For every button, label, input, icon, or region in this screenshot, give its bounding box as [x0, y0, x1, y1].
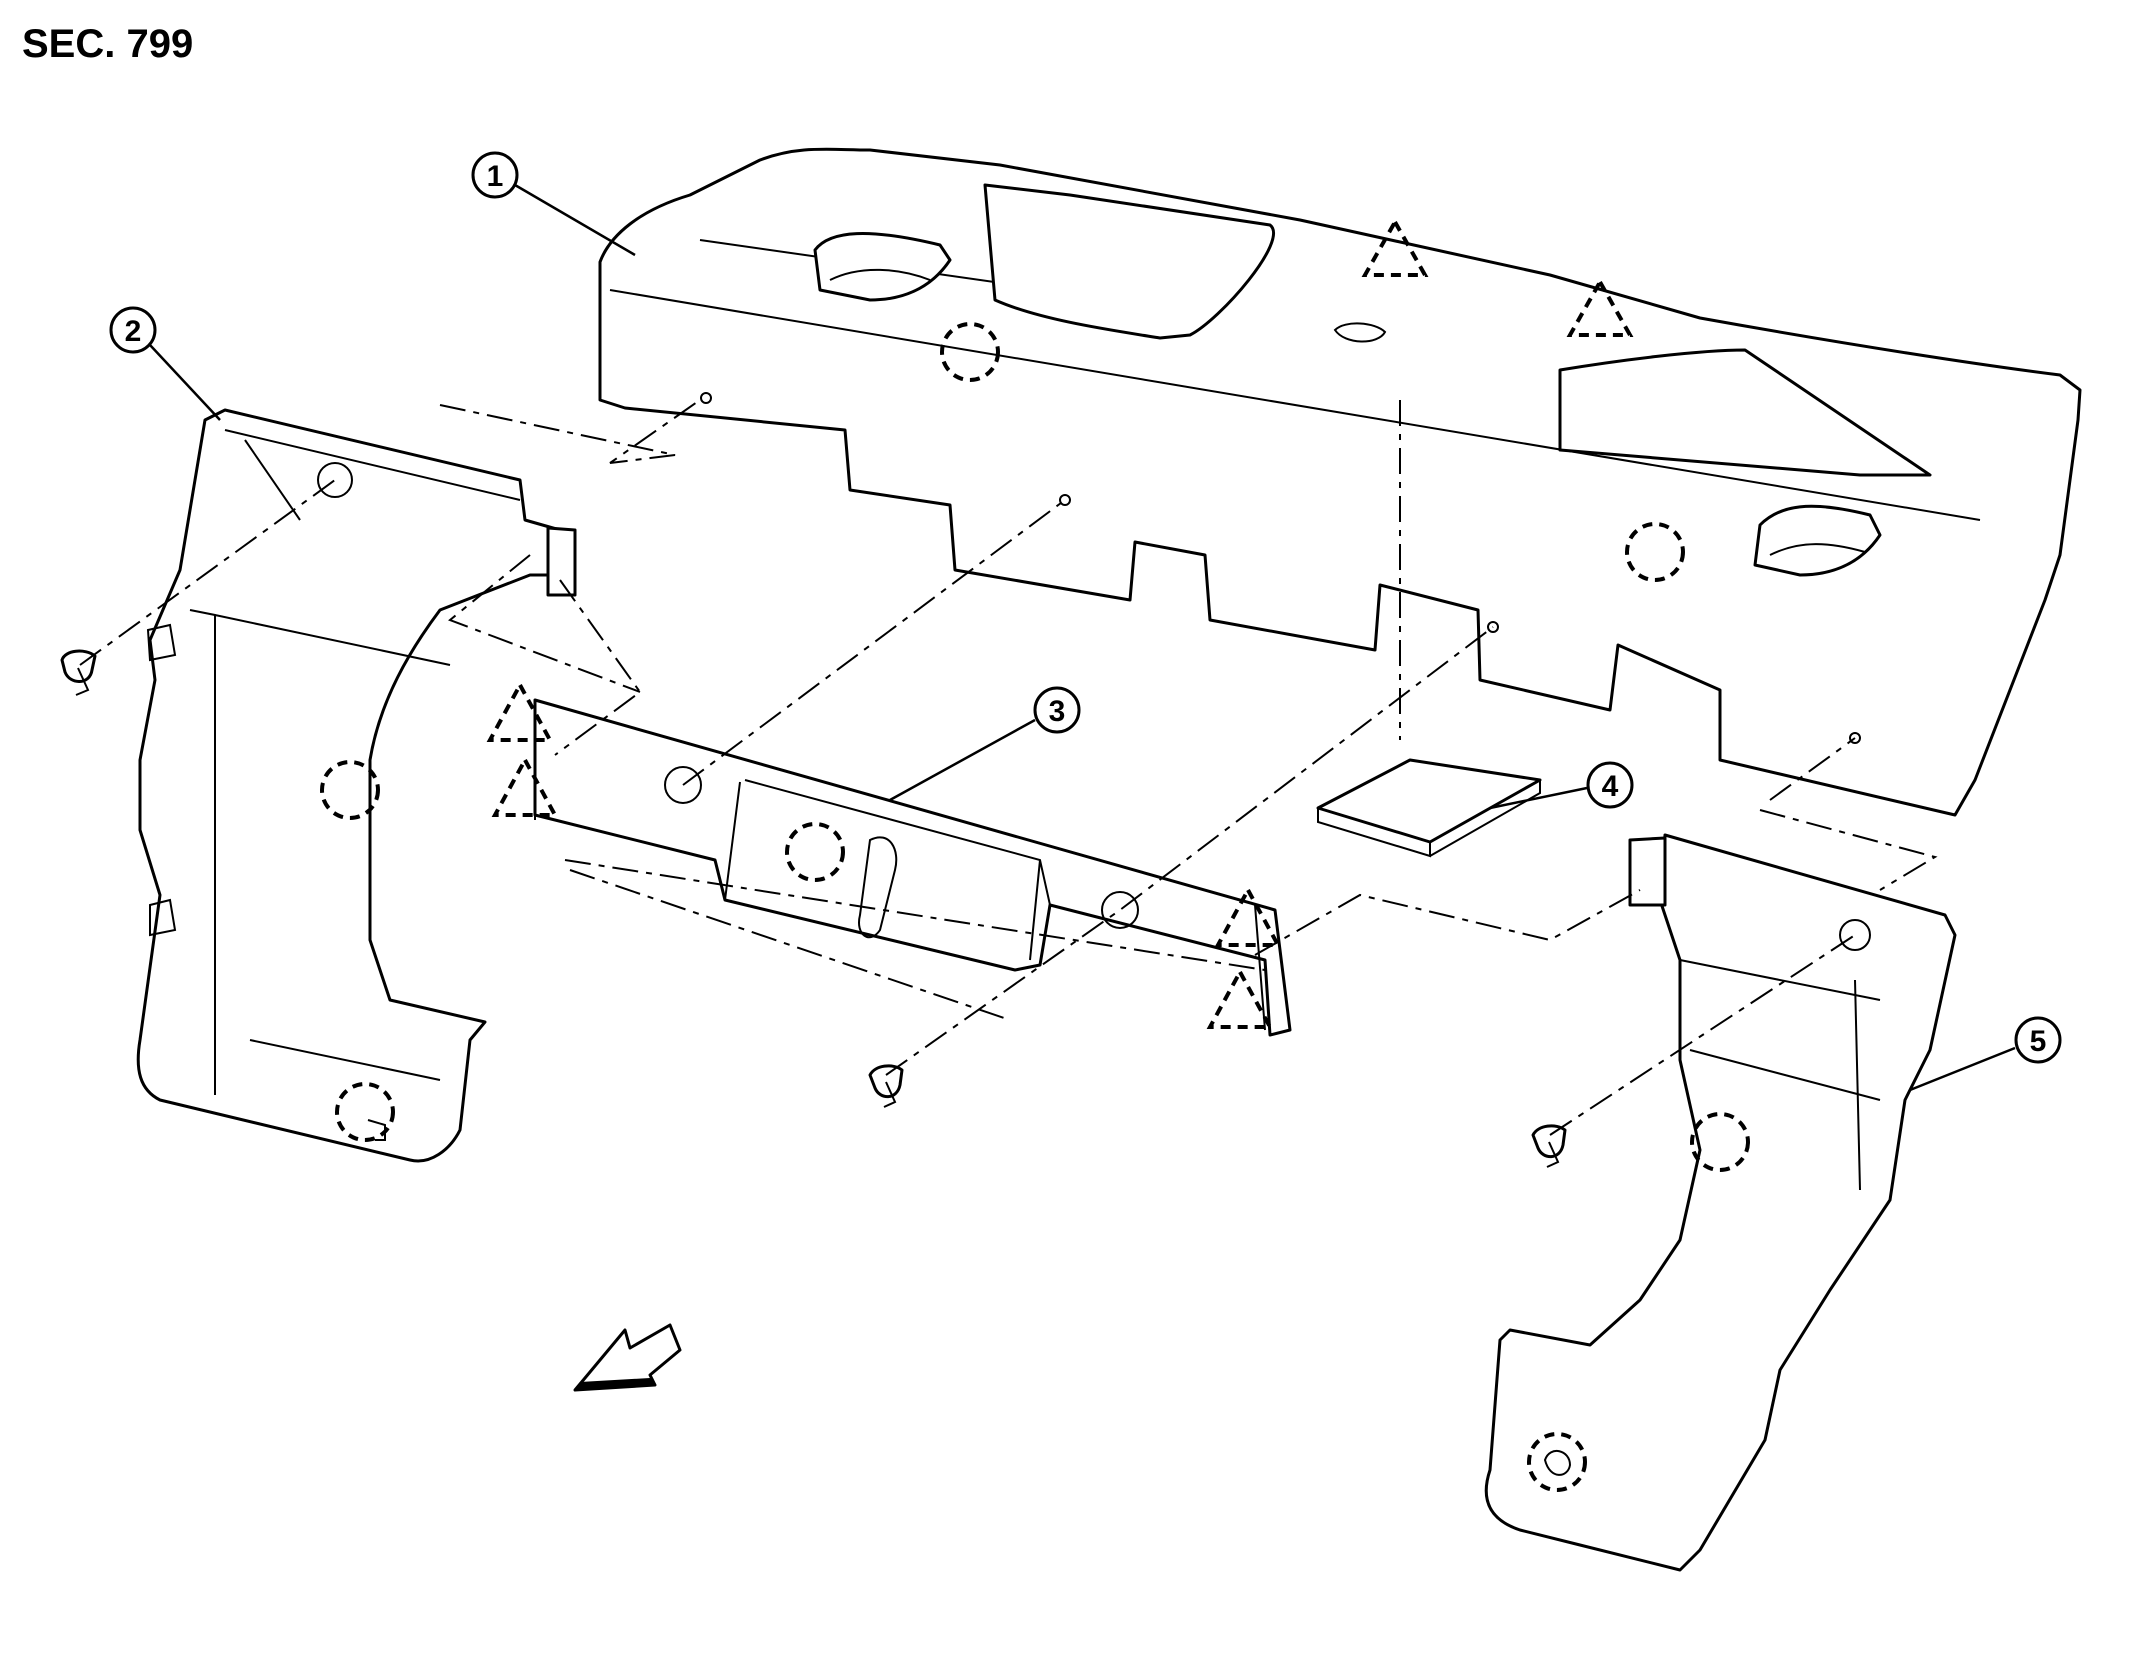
dashed-circle-marker: [335, 1082, 395, 1142]
dashed-triangle-marker: [1206, 967, 1274, 1029]
dashed-triangle-marker: [1214, 885, 1282, 947]
callout-number: 4: [1602, 770, 1619, 803]
dashed-circle-marker: [320, 760, 380, 820]
trim-right-tab: [1628, 836, 1667, 907]
callout-number: 1: [487, 160, 504, 193]
clip-center: [868, 1064, 904, 1108]
assembly-lines: [79, 399, 1938, 1136]
callout-5: 5: [2014, 1016, 2062, 1064]
dashed-triangle-marker: [1361, 217, 1429, 277]
clip-right: [1531, 1124, 1567, 1168]
callout-2: 2: [109, 306, 157, 354]
pawl-location-markers: [486, 217, 1634, 1029]
pad: [1316, 758, 1542, 858]
clip-location-markers: [320, 322, 1750, 1492]
clip-left: [60, 649, 97, 696]
shelf-hook-left: [813, 232, 952, 302]
callout-number: 2: [125, 315, 142, 348]
shelf-opening-left: [983, 183, 1275, 340]
dashed-triangle-marker: [1566, 277, 1634, 337]
callout-leaders: [149, 183, 2016, 1092]
center-finisher: [533, 698, 1292, 1037]
dashed-triangle-marker: [486, 680, 554, 742]
shelf-hook-right: [1753, 504, 1882, 577]
dashed-circle-marker: [1527, 1432, 1587, 1492]
callout-number: 5: [2030, 1025, 2047, 1058]
callout-number: 3: [1049, 695, 1066, 728]
parcel-shelf: [598, 147, 2082, 817]
callout-4: 4: [1586, 761, 1634, 809]
dashed-circle-marker: [785, 822, 845, 882]
dashed-circle-marker: [940, 322, 1000, 382]
side-trim-left: [136, 408, 577, 1163]
dashed-circle-marker: [1625, 522, 1685, 582]
dashed-triangle-marker: [491, 755, 559, 817]
front-arrow-icon: [573, 1323, 682, 1392]
shelf-opening-right: [1558, 348, 1932, 477]
callout-3: 3: [1033, 686, 1081, 734]
trim-left-tab: [546, 526, 577, 597]
side-trim-right: [1484, 833, 1957, 1572]
section-label: SEC. 799: [22, 22, 194, 66]
dashed-circle-marker: [1690, 1112, 1750, 1172]
callout-1: 1: [471, 151, 519, 199]
